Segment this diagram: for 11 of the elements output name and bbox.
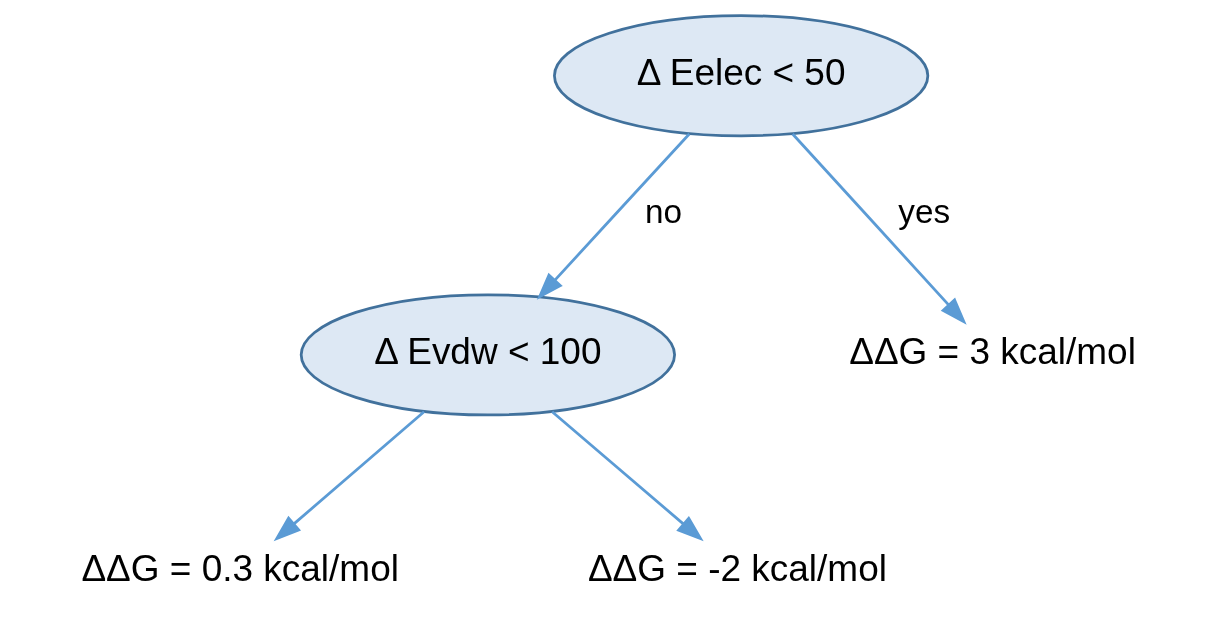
node-text: ΔΔG = 0.3 kcal/mol <box>81 548 399 590</box>
node-text: ΔΔG = -2 kcal/mol <box>587 548 887 590</box>
node-ellipse: Δ Evdw < 100 <box>299 293 676 417</box>
arrow <box>551 410 704 542</box>
node-ellipse: Δ Eelec < 50 <box>553 14 930 138</box>
arrow <box>536 133 691 300</box>
node-text: ΔΔG = 3 kcal/mol <box>849 331 1136 373</box>
arrow <box>273 410 425 542</box>
edge-label: yes <box>898 193 951 231</box>
edge-label: no <box>644 193 682 231</box>
arrow <box>791 133 967 325</box>
